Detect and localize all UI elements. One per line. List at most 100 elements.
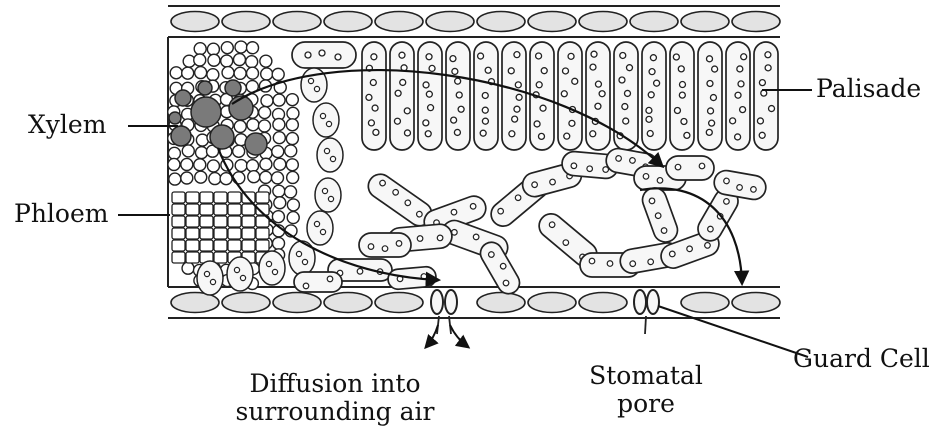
- chloroplast: [569, 120, 575, 126]
- palisade-cell: [698, 42, 722, 150]
- bundle-cell: [287, 212, 299, 224]
- bundle-cell: [196, 147, 208, 159]
- phloem-cell: [186, 192, 199, 203]
- bundle-cell: [286, 133, 298, 145]
- guard-cell-right-b: [647, 290, 659, 314]
- bundle-cell: [181, 158, 193, 170]
- chloroplast: [303, 283, 309, 289]
- phloem-cell: [214, 228, 227, 239]
- chloroplast: [451, 117, 457, 123]
- chloroplast: [564, 133, 570, 139]
- bundle-cell: [260, 55, 272, 67]
- bundle-cell: [286, 94, 298, 106]
- chloroplast: [675, 164, 681, 170]
- lower-epidermis-cells: [171, 293, 780, 313]
- chloroplast: [538, 133, 544, 139]
- chloroplast: [735, 134, 741, 140]
- upper-epidermis-cells: [171, 12, 780, 32]
- bundle-cell: [287, 199, 299, 211]
- bundle-cell: [259, 107, 271, 119]
- diffusion-label: Diffusion into surrounding air: [200, 370, 470, 426]
- chloroplast: [646, 116, 652, 122]
- guard-cell-left-a: [431, 290, 443, 314]
- xylem-vessel: [169, 112, 181, 124]
- bundle-cell: [195, 171, 207, 183]
- bundle-cell: [209, 173, 221, 185]
- chloroplast: [590, 64, 596, 70]
- palisade-cell: [670, 42, 694, 150]
- palisade-cell: [558, 42, 582, 150]
- chloroplast: [425, 131, 431, 137]
- phloem-cell: [228, 192, 241, 203]
- chloroplast: [708, 108, 714, 114]
- epidermis-cell: [324, 12, 372, 32]
- chloroplast: [514, 52, 520, 58]
- bundle-cell: [272, 146, 284, 158]
- phloem-cell: [186, 228, 199, 239]
- chloroplast: [563, 68, 569, 74]
- chloroplast: [423, 82, 429, 88]
- bundle-cell: [181, 172, 193, 184]
- spongy-cell: [639, 185, 681, 246]
- bundle-sheath-cell: [307, 211, 333, 245]
- epidermis-cell: [732, 12, 780, 32]
- chloroplast: [735, 92, 741, 98]
- chloroplast: [357, 269, 363, 275]
- spongy-cell: [294, 272, 342, 292]
- xylem-vessel: [245, 133, 267, 155]
- phloem-cell: [242, 240, 255, 251]
- chloroplast: [404, 108, 410, 114]
- chloroplast: [679, 82, 685, 88]
- xylem-vessel: [198, 81, 212, 95]
- palisade-cell: [418, 42, 442, 150]
- bundle-cell: [182, 145, 194, 157]
- chloroplast: [534, 121, 540, 127]
- epidermis-cell: [375, 12, 423, 32]
- phloem-cell: [200, 228, 213, 239]
- bundle-cell: [233, 145, 245, 157]
- phloem-cell: [200, 240, 213, 251]
- epidermis-cell: [528, 293, 576, 313]
- bundle-cell: [168, 158, 180, 170]
- chloroplast: [650, 55, 656, 61]
- phloem-cell: [172, 204, 185, 215]
- bundle-cell: [182, 262, 194, 274]
- chloroplast: [674, 107, 680, 113]
- palisade-cell: [502, 42, 526, 150]
- bundle-cell: [272, 68, 284, 80]
- phloem-cell: [256, 192, 269, 203]
- epidermis-cell: [273, 12, 321, 32]
- chloroplast: [740, 107, 746, 113]
- epidermis-cell: [579, 293, 627, 313]
- phloem-label: Phloem: [14, 200, 108, 228]
- bundle-cell: [272, 211, 284, 223]
- chloroplast: [571, 163, 577, 169]
- chloroplast: [607, 261, 613, 267]
- phloem-cell: [242, 228, 255, 239]
- bundle-sheath-cell: [317, 138, 343, 172]
- chloroplast: [679, 92, 685, 98]
- chloroplast: [417, 235, 423, 241]
- chloroplast: [738, 81, 744, 87]
- epidermis-cell: [171, 12, 219, 32]
- chloroplast: [450, 56, 456, 62]
- chloroplast: [629, 260, 635, 266]
- epidermis-cell: [324, 293, 372, 313]
- bundle-cell: [247, 119, 259, 131]
- chloroplast: [478, 53, 484, 59]
- bundle-cell: [248, 171, 260, 183]
- chloroplast: [761, 90, 767, 96]
- bundle-cell: [168, 147, 180, 159]
- phloem-cell: [172, 252, 185, 263]
- phloem-cell: [172, 216, 185, 227]
- vascular-bundle: [168, 41, 343, 295]
- chloroplast: [620, 52, 626, 58]
- bundle-cell: [260, 158, 272, 170]
- bundle-sheath-cell: [313, 103, 339, 137]
- chloroplast: [541, 68, 547, 74]
- stoma-left: [431, 290, 457, 314]
- palisade-cell: [474, 42, 498, 150]
- bundle-cell: [261, 95, 273, 107]
- chloroplast: [599, 91, 605, 97]
- chloroplast: [482, 92, 488, 98]
